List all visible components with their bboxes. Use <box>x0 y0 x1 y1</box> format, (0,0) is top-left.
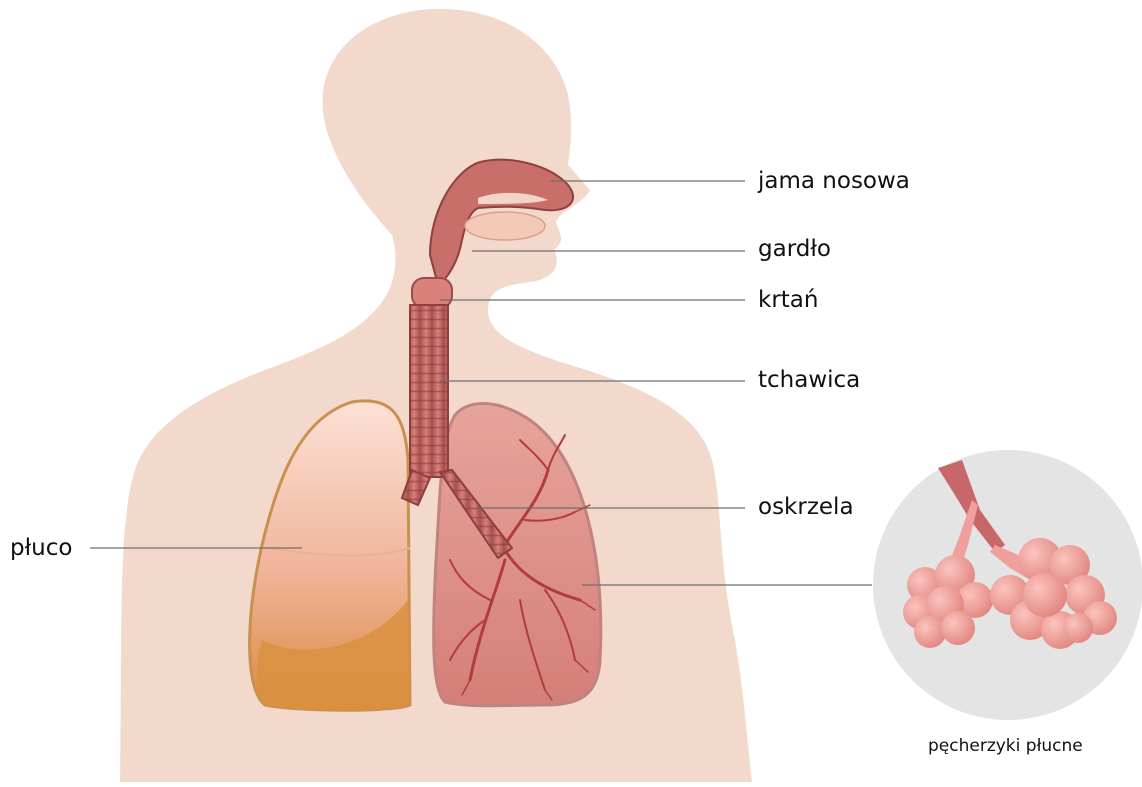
label-pharynx: gardło <box>758 238 831 261</box>
label-larynx: krtań <box>758 289 818 312</box>
trachea-shape <box>410 305 448 477</box>
label-lung: płuco <box>10 537 72 560</box>
label-alveoli: pęcherzyki płucne <box>928 738 1083 755</box>
label-trachea: tchawica <box>758 369 860 392</box>
larynx-shape <box>412 278 452 308</box>
label-nasal-cavity: jama nosowa <box>758 170 910 193</box>
label-bronchi: oskrzela <box>758 496 854 519</box>
tongue-shape <box>465 212 545 240</box>
